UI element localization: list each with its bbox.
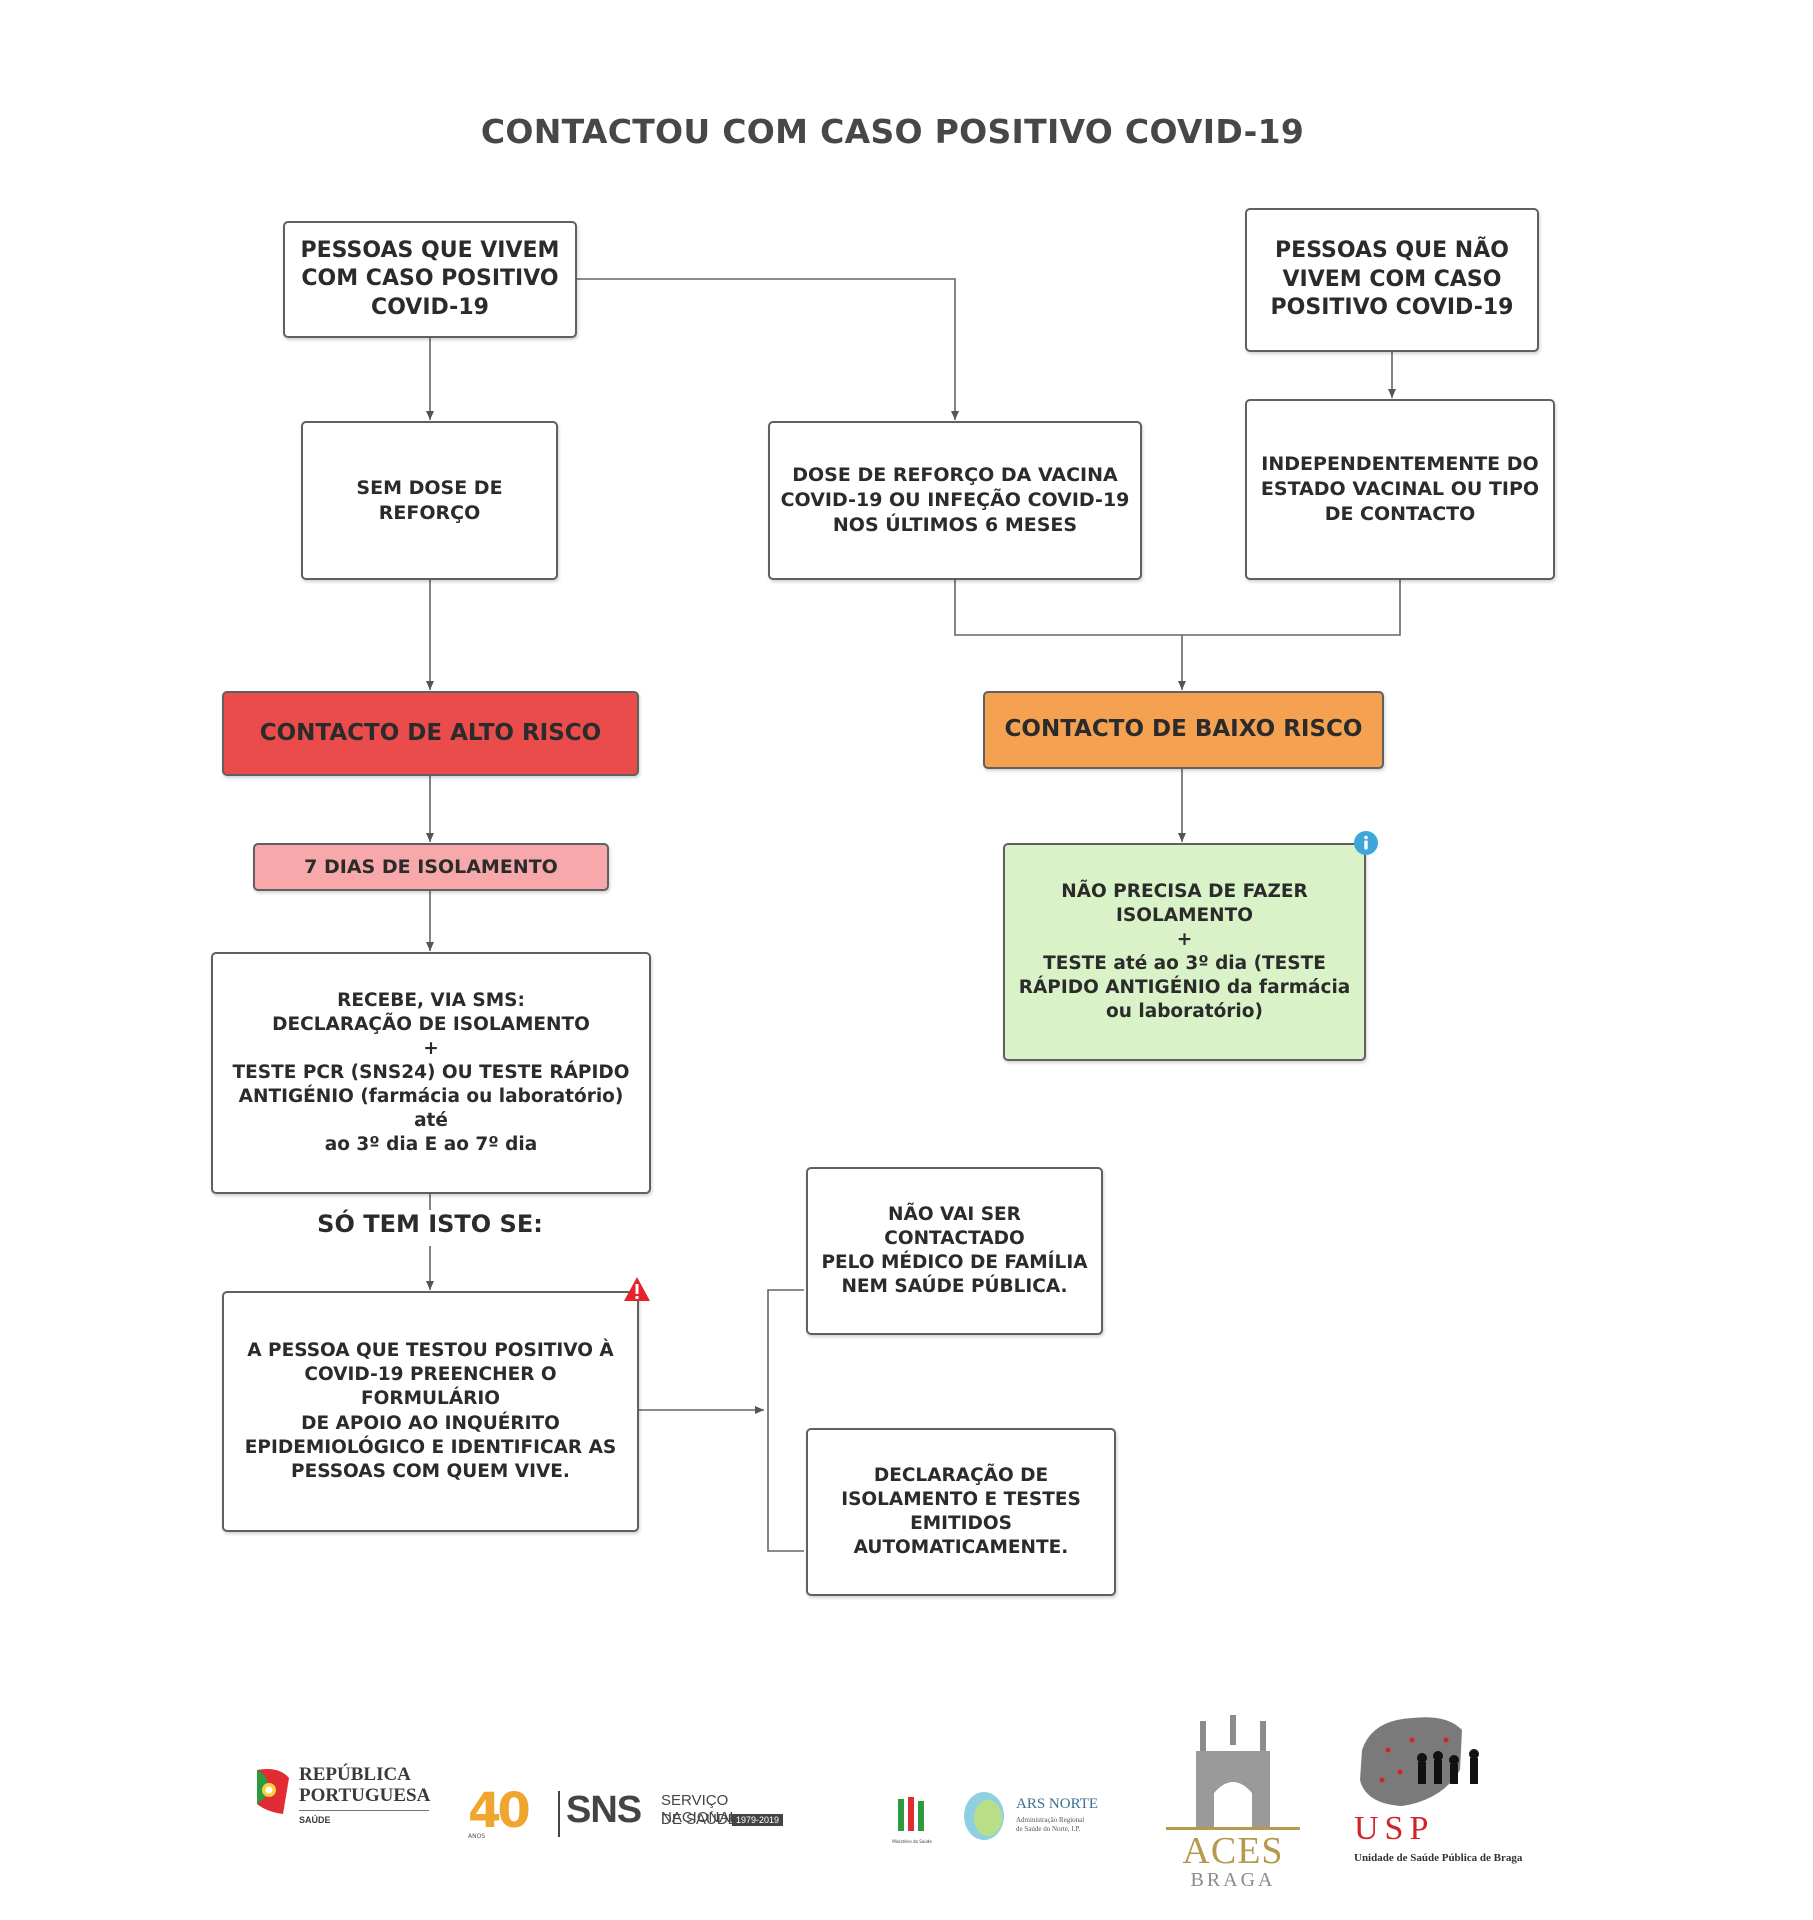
box-declaration-automatic: DECLARAÇÃO DE ISOLAMENTO E TESTES EMITID… bbox=[806, 1428, 1116, 1596]
box-no-isolation-needed: NÃO PRECISA DE FAZER ISOLAMENTO + TESTE … bbox=[1003, 843, 1366, 1061]
page-title: CONTACTOU COM CASO POSITIVO COVID-19 bbox=[480, 112, 1305, 151]
box-not-contacted: NÃO VAI SER CONTACTADO PELO MÉDICO DE FA… bbox=[806, 1167, 1103, 1335]
condition-label: SÓ TEM ISTO SE: bbox=[317, 1210, 543, 1238]
ministerio-saude-logo: Ministério da Saúde bbox=[892, 1795, 932, 1845]
box-label: CONTACTO DE ALTO RISCO bbox=[259, 719, 602, 746]
box-receives-sms: RECEBE, VIA SMS: DECLARAÇÃO DE ISOLAMENT… bbox=[211, 952, 651, 1194]
box-label: A PESSOA QUE TESTOU POSITIVO À COVID-19 … bbox=[244, 1340, 617, 1482]
box-label: SEM DOSE DE REFORÇO bbox=[356, 476, 503, 524]
sns-years: 1979-2019 bbox=[732, 1814, 784, 1826]
box-booster-or-infection: DOSE DE REFORÇO DA VACINA COVID-19 OU IN… bbox=[768, 421, 1142, 580]
box-label: PESSOAS QUE NÃO VIVEM COM CASO POSITIVO … bbox=[1270, 238, 1514, 321]
box-label: DECLARAÇÃO DE ISOLAMENTO E TESTES EMITID… bbox=[841, 1464, 1081, 1559]
aces-text: ACES bbox=[1182, 1830, 1284, 1872]
connector bbox=[954, 580, 1401, 636]
aces-divider bbox=[1166, 1827, 1300, 1830]
sns-divider bbox=[558, 1791, 560, 1837]
ars-emblem-icon bbox=[964, 1792, 1004, 1840]
info-icon[interactable] bbox=[1353, 830, 1379, 856]
ars-norte-logo: ARS NORTE Administração Regional de Saúd… bbox=[962, 1790, 1112, 1850]
box-people-not-living-with-case: PESSOAS QUE NÃO VIVEM COM CASO POSITIVO … bbox=[1245, 208, 1539, 352]
box-label: DOSE DE REFORÇO DA VACINA COVID-19 OU IN… bbox=[780, 464, 1130, 536]
box-label: NÃO VAI SER CONTACTADO PELO MÉDICO DE FA… bbox=[821, 1203, 1088, 1298]
box-high-risk-contact: CONTACTO DE ALTO RISCO bbox=[222, 691, 639, 776]
usp-text: USP bbox=[1354, 1810, 1435, 1847]
aces-braga-logo: ACES BRAGA bbox=[1166, 1715, 1300, 1891]
box-regardless-vaccination: INDEPENDENTEMENTE DO ESTADO VACINAL OU T… bbox=[1245, 399, 1555, 580]
sns-line1: SERVIÇO NACIONAL bbox=[661, 1792, 738, 1826]
box-label: RECEBE, VIA SMS: DECLARAÇÃO DE ISOLAMENT… bbox=[232, 989, 630, 1156]
aces-arch-icon bbox=[1196, 1715, 1270, 1827]
box-no-booster: SEM DOSE DE REFORÇO bbox=[301, 421, 558, 580]
warning-icon[interactable] bbox=[623, 1276, 651, 1302]
box-label: CONTACTO DE BAIXO RISCO bbox=[1004, 716, 1363, 743]
usp-braga-logo: USP Unidade de Saúde Pública de Braga bbox=[1352, 1710, 1542, 1870]
sns-text: SNS bbox=[566, 1789, 642, 1831]
sns-line2: DE SAÚDE bbox=[661, 1811, 738, 1828]
box-positive-person-form: A PESSOA QUE TESTOU POSITIVO À COVID-19 … bbox=[222, 1291, 639, 1532]
anos-label: ANOS bbox=[468, 1833, 486, 1840]
box-label: 7 DIAS DE ISOLAMENTO bbox=[304, 855, 558, 878]
box-label: NÃO PRECISA DE FAZER ISOLAMENTO + TESTE … bbox=[1018, 880, 1351, 1023]
republica-sub: SAÚDE bbox=[299, 1815, 331, 1825]
anos-40: 40 bbox=[468, 1783, 531, 1839]
ars-sub1: Administração Regional bbox=[1016, 1816, 1085, 1824]
ministerio-label: Ministério da Saúde bbox=[892, 1839, 932, 1844]
connector bbox=[577, 278, 959, 420]
republica-line1: REPÚBLICA bbox=[299, 1764, 411, 1785]
connector bbox=[767, 1289, 804, 1552]
republica-emblem-icon bbox=[257, 1769, 289, 1814]
ministerio-emblem-icon bbox=[898, 1797, 924, 1831]
box-low-risk-contact: CONTACTO DE BAIXO RISCO bbox=[983, 691, 1384, 769]
aces-sub: BRAGA bbox=[1190, 1869, 1276, 1891]
republica-divider bbox=[299, 1810, 429, 1811]
box-label: PESSOAS QUE VIVEM COM CASO POSITIVO COVI… bbox=[300, 237, 560, 320]
usp-map-icon bbox=[1360, 1717, 1479, 1806]
republica-portuguesa-logo: REPÚBLICA PORTUGUESA SAÚDE bbox=[249, 1760, 449, 1840]
ars-title: ARS NORTE bbox=[1016, 1796, 1099, 1812]
box-7-days-isolation: 7 DIAS DE ISOLAMENTO bbox=[253, 843, 609, 891]
box-people-living-with-case: PESSOAS QUE VIVEM COM CASO POSITIVO COVI… bbox=[283, 221, 577, 338]
sns-40-anos-logo: 40 ANOS SNS SERVIÇO NACIONAL DE SAÚDE 19… bbox=[468, 1783, 798, 1849]
ars-sub2: de Saúde do Norte, I.P. bbox=[1016, 1825, 1081, 1833]
republica-line2: PORTUGUESA bbox=[299, 1785, 431, 1806]
box-label: INDEPENDENTEMENTE DO ESTADO VACINAL OU T… bbox=[1260, 453, 1540, 525]
usp-sub: Unidade de Saúde Pública de Braga bbox=[1354, 1852, 1523, 1864]
